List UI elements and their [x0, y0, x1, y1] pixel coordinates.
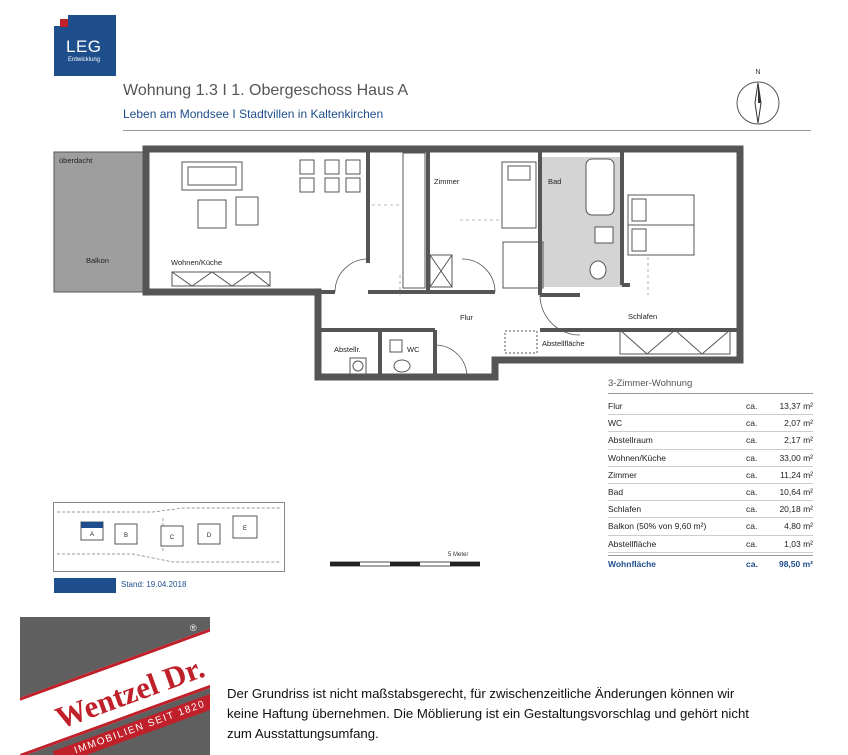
site-house-e — [232, 515, 258, 539]
shaft — [402, 152, 426, 289]
stand-bar — [54, 578, 116, 593]
washer — [349, 357, 367, 375]
svg-text:B: B — [124, 533, 128, 539]
label-abstellflaeche: Abstellfläche — [542, 339, 585, 348]
registered-mark: ® — [190, 623, 197, 633]
scale-label: 5 Meter — [448, 552, 469, 558]
svg-text:E: E — [243, 526, 247, 532]
wc-sink — [389, 339, 403, 353]
floor-plan: überdacht Balkon Wohnen/Küche Zimmer Bad… — [53, 145, 744, 381]
logo-mark: LEG — [66, 37, 102, 56]
balcony-area — [53, 151, 147, 293]
area-table-title: 3-Zimmer-Wohnung — [608, 378, 813, 394]
svg-text:C: C — [170, 535, 175, 541]
bedroom-furniture — [619, 194, 731, 355]
stand-date: Stand: 19.04.2018 — [121, 580, 187, 589]
label-zimmer: Zimmer — [434, 177, 460, 186]
wc-toilet — [393, 359, 411, 373]
page-title: Wohnung 1.3 I 1. Obergeschoss Haus A — [123, 82, 409, 99]
label-abstellr: Abstellr. — [334, 345, 361, 354]
compass-icon: N — [736, 69, 780, 125]
site-plan: A B C D E — [53, 502, 285, 572]
scale-bar — [330, 561, 480, 567]
label-wohnen: Wohnen/Küche — [171, 258, 222, 267]
compass-north-label: N — [755, 69, 760, 76]
label-bad: Bad — [548, 177, 561, 186]
site-house-c — [160, 525, 184, 547]
room-furniture — [429, 161, 544, 289]
header-divider — [123, 130, 811, 131]
logo-subtext: Entwicklung — [68, 57, 101, 63]
storage-area — [504, 330, 538, 354]
logo-red-square — [60, 19, 68, 27]
svg-text:D: D — [207, 533, 212, 539]
svg-text:A: A — [90, 532, 94, 538]
label-flur: Flur — [460, 313, 473, 322]
wentzel-logo: Wentzel Dr. IMMOBILIEN SEIT 1820 ® — [20, 617, 210, 755]
site-house-b — [114, 523, 138, 545]
leg-logo: LEG Entwicklung — [54, 15, 116, 76]
door-swings — [334, 258, 581, 378]
label-ueberdacht: überdacht — [59, 156, 93, 165]
area-row: Balkon (50% von 9,60 m²)ca.4,80 m² — [608, 518, 813, 536]
label-schlafen: Schlafen — [628, 312, 657, 321]
site-house-d — [197, 523, 221, 545]
label-balkon: Balkon — [86, 256, 109, 265]
dashed-lines — [372, 204, 649, 295]
page-subtitle: Leben am Mondsee I Stadtvillen in Kalten… — [123, 107, 384, 121]
living-furniture — [171, 159, 361, 287]
label-wc: WC — [407, 345, 420, 354]
disclaimer-text: Der Grundriss ist nicht maßstabsgerecht,… — [227, 686, 749, 741]
bath-fixtures — [585, 158, 615, 280]
